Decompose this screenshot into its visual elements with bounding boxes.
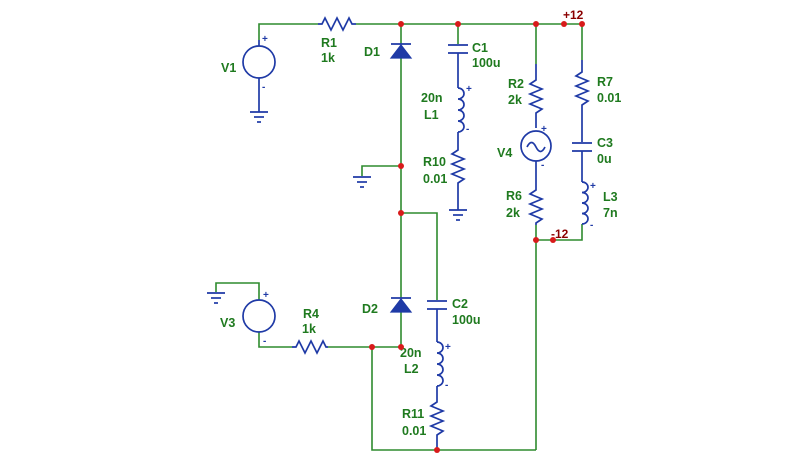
c2-value: 100u [452, 313, 481, 327]
wire [371, 347, 437, 451]
pin-plus-mark: + [590, 181, 596, 192]
wire [401, 212, 438, 300]
junction-dot [533, 237, 539, 243]
junction-dot [561, 21, 567, 27]
pin-plus-mark: + [262, 34, 268, 45]
l3-name: L3 [603, 190, 618, 204]
voltage-source-v3[interactable]: + - V3 [220, 290, 276, 347]
r10-value: 0.01 [423, 172, 447, 186]
pin-plus-mark: + [445, 342, 451, 353]
r1-name: R1 [321, 36, 337, 50]
wire [361, 165, 401, 176]
v3-name: V3 [220, 316, 235, 330]
wire [258, 23, 318, 40]
c2-name: C2 [452, 297, 468, 311]
ground-symbol [449, 209, 467, 221]
junction-dot [369, 344, 375, 350]
positive-rail-label: +12 [563, 8, 584, 22]
pin-plus-mark: + [466, 84, 472, 95]
c1-value: 100u [472, 56, 501, 70]
inductor-l1[interactable]: + - 20n L1 [421, 84, 472, 135]
pin-minus-mark: - [262, 82, 265, 93]
r11-name: R11 [402, 407, 424, 421]
junction-dot [579, 21, 585, 27]
wire [535, 224, 583, 241]
pin-minus-mark: - [263, 336, 266, 347]
pin-plus-mark: + [541, 124, 547, 135]
wire [258, 332, 292, 348]
junction-nodes [369, 21, 585, 453]
r10-name: R10 [423, 155, 446, 169]
junction-dot [398, 210, 404, 216]
v4-name: V4 [497, 146, 512, 160]
pin-plus-mark: + [263, 290, 269, 301]
junction-dot [550, 237, 556, 243]
capacitor-c2[interactable]: C2 100u [427, 297, 481, 342]
d2-name: D2 [362, 302, 378, 316]
r4-name: R4 [303, 307, 319, 321]
wire [215, 282, 260, 300]
resistor-r1[interactable]: R1 1k [318, 16, 356, 65]
c3-value: 0u [597, 152, 612, 166]
resistor-r11[interactable]: R11 0.01 [402, 386, 446, 450]
junction-dot [398, 344, 404, 350]
diode-d2[interactable]: D2 [362, 297, 413, 316]
r7-value: 0.01 [597, 91, 621, 105]
junction-dot [434, 447, 440, 453]
r7-name: R7 [597, 75, 613, 89]
wires [215, 23, 583, 451]
pin-minus-mark: - [445, 380, 448, 391]
l2-value: 20n [400, 346, 422, 360]
l3-value: 7n [603, 206, 618, 220]
resistor-r10[interactable]: R10 0.01 [423, 132, 467, 210]
pin-minus-mark: - [466, 124, 469, 135]
junction-dot [398, 21, 404, 27]
resistor-r7[interactable]: R7 0.01 [573, 60, 621, 142]
resistor-r2[interactable]: R2 2k [508, 64, 545, 128]
r2-name: R2 [508, 77, 524, 91]
negative-rail-label: -12 [551, 227, 569, 241]
ac-source-v4[interactable]: + - V4 [497, 124, 552, 178]
ground-symbol [353, 176, 371, 188]
pin-minus-mark: - [590, 220, 593, 231]
c3-name: C3 [597, 136, 613, 150]
r4-value: 1k [302, 322, 316, 336]
r1-value: 1k [321, 51, 335, 65]
d1-name: D1 [364, 45, 380, 59]
r2-value: 2k [508, 93, 522, 107]
capacitor-c3[interactable]: C3 0u [572, 136, 613, 182]
r11-value: 0.01 [402, 424, 426, 438]
r6-name: R6 [506, 189, 522, 203]
resistor-r4[interactable]: R4 1k [292, 307, 328, 355]
junction-dot [455, 21, 461, 27]
voltage-source-v1[interactable]: + - V1 [221, 34, 276, 112]
resistor-r6[interactable]: R6 2k [506, 178, 545, 225]
junction-dot [398, 163, 404, 169]
v1-name: V1 [221, 61, 236, 75]
ground-symbol [250, 111, 268, 123]
ground-symbol [207, 292, 225, 304]
capacitor-c1[interactable]: C1 100u [448, 41, 501, 88]
inductor-l3[interactable]: + - L3 7n [581, 181, 618, 231]
diode-d1[interactable]: D1 [364, 43, 413, 59]
junction-dot [533, 21, 539, 27]
pin-minus-mark: - [541, 160, 544, 171]
c1-name: C1 [472, 41, 488, 55]
r6-value: 2k [506, 206, 520, 220]
l2-name: L2 [404, 362, 419, 376]
wire [356, 23, 583, 60]
ground-symbols [207, 111, 467, 304]
l1-name: L1 [424, 108, 439, 122]
inductor-l2[interactable]: + - 20n L2 [400, 341, 451, 391]
l1-value: 20n [421, 91, 443, 105]
